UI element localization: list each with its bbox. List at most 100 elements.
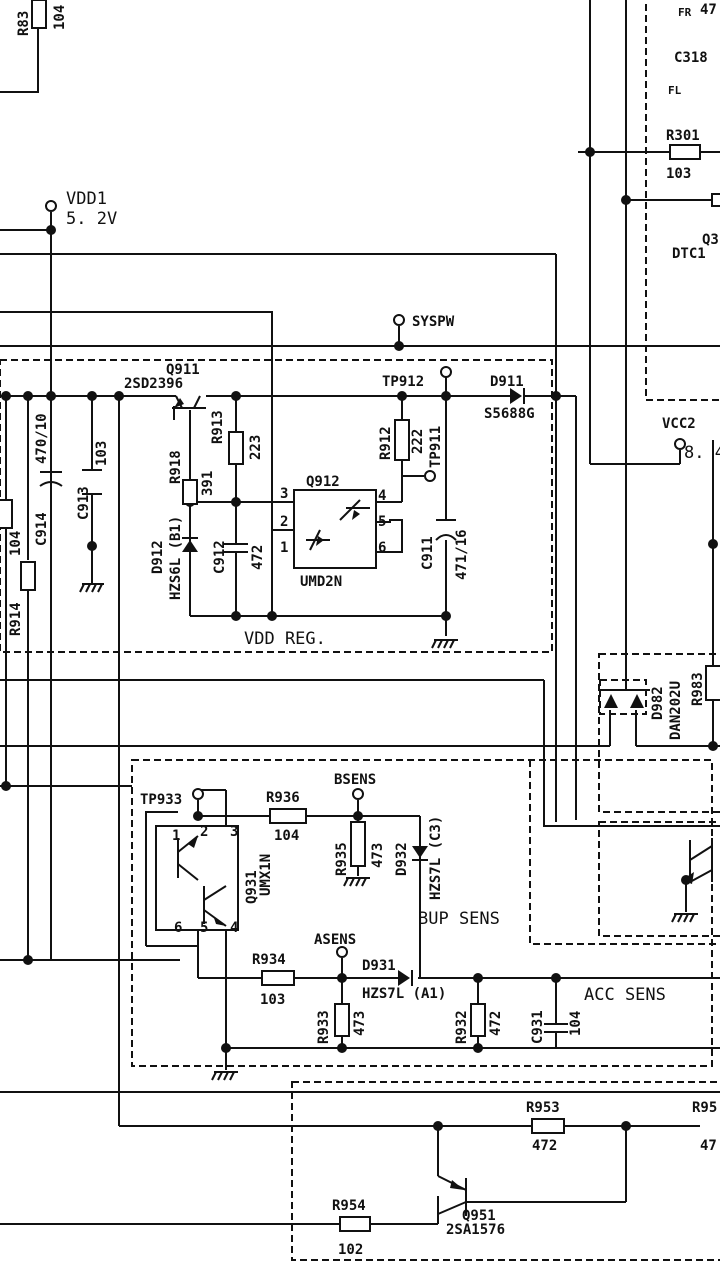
top-right-block bbox=[645, 0, 720, 401]
r914-resistor bbox=[20, 561, 36, 591]
d931-label: D931 bbox=[362, 958, 396, 974]
r954-label: R954 bbox=[332, 1198, 366, 1214]
acc-sens-label: ACC SENS bbox=[584, 985, 666, 1005]
r918-resistor bbox=[182, 479, 198, 505]
r935-value: 473 bbox=[370, 843, 386, 868]
r934-label: R934 bbox=[252, 952, 286, 968]
r933-label: R933 bbox=[316, 1010, 332, 1044]
tp933-terminal bbox=[192, 788, 204, 800]
d931-part: HZS7L (A1) bbox=[362, 986, 446, 1002]
bup-sens-label: BUP SENS bbox=[418, 909, 500, 929]
q911-part: 2SD2396 bbox=[124, 376, 183, 392]
q931-label: Q931 bbox=[244, 870, 260, 904]
d982-part: DAN202U bbox=[668, 681, 684, 740]
vcc2-voltage: 8. 4 bbox=[684, 443, 720, 463]
r935-label: R935 bbox=[334, 842, 350, 876]
c931-label: C931 bbox=[530, 1010, 546, 1044]
r935-resistor bbox=[350, 821, 366, 867]
d911-diode bbox=[510, 388, 522, 404]
r983-label: R983 bbox=[690, 672, 706, 706]
diodes bbox=[182, 388, 647, 986]
q951-transistor bbox=[437, 1175, 467, 1216]
tp911-terminal bbox=[424, 470, 436, 482]
r301-label: R301 bbox=[666, 128, 700, 144]
r301-value: 103 bbox=[666, 166, 691, 182]
q931-part: UMX1N bbox=[258, 854, 274, 896]
pin-6: 6 bbox=[378, 540, 386, 556]
pin-2-q931: 2 bbox=[200, 824, 208, 840]
left-resistor bbox=[0, 499, 13, 529]
r912-label: R912 bbox=[378, 426, 394, 460]
d911-label: D911 bbox=[490, 374, 524, 390]
d912-part: HZS6L (B1) bbox=[168, 516, 184, 600]
c913-value: 103 bbox=[94, 441, 110, 466]
c912-label: C912 bbox=[212, 540, 228, 574]
r918-label: R918 bbox=[168, 450, 184, 484]
r913-resistor bbox=[228, 431, 244, 465]
d912-label: D912 bbox=[150, 540, 166, 574]
tp912-terminal bbox=[440, 366, 452, 378]
pin-5: 5 bbox=[378, 514, 386, 530]
ground-icon bbox=[211, 1071, 238, 1081]
vcc2-terminal bbox=[674, 438, 686, 450]
wires bbox=[0, 0, 720, 1225]
r932-value: 472 bbox=[488, 1011, 504, 1036]
c914-value: 470/10 bbox=[34, 413, 50, 464]
r914-label: R914 bbox=[8, 602, 24, 636]
c914-label: C914 bbox=[34, 512, 50, 546]
d982-diode-pair bbox=[599, 679, 647, 715]
q911-transistor bbox=[172, 395, 206, 409]
r83x-label: R83 bbox=[16, 11, 32, 36]
test-points bbox=[45, 200, 686, 958]
sens-block bbox=[131, 759, 713, 1067]
r936-resistor bbox=[269, 808, 307, 824]
pin-1: 1 bbox=[280, 540, 288, 556]
r95x-label: R95 bbox=[692, 1100, 717, 1116]
pin-5-q931: 5 bbox=[200, 920, 208, 936]
d932-label: D932 bbox=[394, 842, 410, 876]
c912-value: 472 bbox=[250, 545, 266, 570]
r912-resistor bbox=[394, 419, 410, 461]
q912-label: Q912 bbox=[306, 474, 340, 490]
r934-value: 103 bbox=[260, 992, 285, 1008]
r913-value: 223 bbox=[248, 435, 264, 460]
vcc2-block bbox=[598, 653, 720, 813]
r934-resistor bbox=[261, 970, 295, 986]
tp911-label: TP911 bbox=[428, 426, 444, 468]
capacitors bbox=[39, 469, 568, 1033]
r95x-value: 47 bbox=[700, 1138, 717, 1154]
q951-label: Q951 bbox=[462, 1208, 496, 1224]
vdd-reg-label: VDD REG. bbox=[244, 629, 326, 649]
fl-label: FL bbox=[668, 84, 682, 97]
bsens-terminal bbox=[352, 788, 364, 800]
ground-icon bbox=[79, 580, 104, 593]
r912-value: 222 bbox=[410, 429, 426, 454]
ground-symbols bbox=[79, 580, 698, 1081]
r918-value: 391 bbox=[200, 471, 216, 496]
vdd-reg-block bbox=[0, 359, 553, 653]
fr-value: 47 bbox=[700, 2, 717, 18]
r936-label: R936 bbox=[266, 790, 300, 806]
c931-value: 104 bbox=[568, 1011, 584, 1036]
r83x-value: 104 bbox=[52, 5, 68, 30]
pin-1-q931: 1 bbox=[172, 828, 180, 844]
q951-block bbox=[291, 1081, 720, 1261]
pin-4: 4 bbox=[378, 488, 386, 504]
syspw-label: SYSPW bbox=[412, 314, 455, 330]
d911-part: S5688G bbox=[484, 406, 535, 422]
r933-resistor bbox=[334, 1003, 350, 1037]
vcc2-label: VCC2 bbox=[662, 416, 696, 432]
pin-3-q931: 3 bbox=[230, 824, 238, 840]
bup-inner-boundary bbox=[529, 760, 720, 945]
r932-resistor bbox=[470, 1003, 486, 1037]
q951-part: 2SA1576 bbox=[446, 1222, 505, 1238]
fr-label: FR bbox=[678, 6, 692, 19]
r301-resistor bbox=[669, 144, 701, 160]
tp933-label: TP933 bbox=[140, 792, 182, 808]
junction-dots bbox=[1, 147, 718, 1131]
labels: R83 104 FR 47 C318 FL R301 103 Q3 DTC1 V… bbox=[8, 2, 720, 1258]
r83x-resistor bbox=[31, 0, 47, 29]
r936-value: 104 bbox=[274, 828, 299, 844]
q911-label: Q911 bbox=[166, 362, 200, 378]
r713-resistor bbox=[711, 193, 720, 207]
